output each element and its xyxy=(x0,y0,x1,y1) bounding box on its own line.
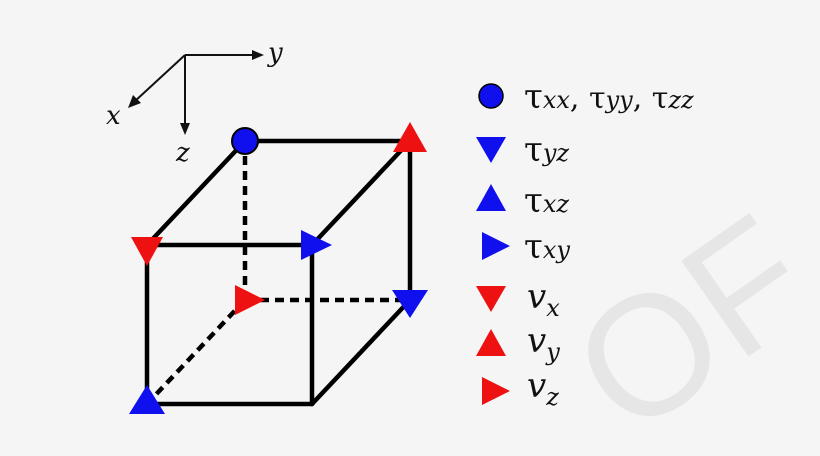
legend-item-tau-xz: τxz xyxy=(524,181,569,221)
cube-edge xyxy=(144,138,248,248)
tau-xy-marker xyxy=(301,230,332,260)
vz-marker xyxy=(235,285,265,315)
hidden-edge xyxy=(145,298,247,406)
legend-item-tau-normal: τxx, τyy, τzz xyxy=(524,77,694,117)
legend-triangle-up-icon xyxy=(476,184,506,211)
x-arrowhead xyxy=(128,95,141,108)
legend-circle-icon xyxy=(478,83,504,109)
legend-triangle-right-icon xyxy=(482,232,510,260)
tau-yz-marker xyxy=(392,290,428,318)
legend: τxx, τyy, τzz τyz τxz τxy vx vy vz xyxy=(476,77,694,411)
y-axis-label: y xyxy=(267,38,283,68)
y-arrowhead xyxy=(252,50,264,60)
x-axis-arrow xyxy=(133,54,186,103)
z-arrowhead xyxy=(180,123,190,135)
z-axis-label: z xyxy=(175,138,190,168)
legend-item-tau-xy: τxy xyxy=(524,227,570,267)
legend-item-tau-yz: τyz xyxy=(524,130,569,170)
x-axis-label: x xyxy=(106,101,121,131)
legend-item-vy: vy xyxy=(527,321,560,366)
cube xyxy=(144,138,413,407)
axis-indicator xyxy=(128,50,264,135)
cube-hidden-edges xyxy=(145,141,410,406)
cube-edge xyxy=(309,138,413,248)
cube-markers xyxy=(129,122,428,414)
cube-edge xyxy=(309,297,413,407)
legend-item-vz: vz xyxy=(527,366,559,411)
legend-triangle-down-icon xyxy=(476,137,506,163)
legend-triangle-up-icon xyxy=(476,329,506,356)
legend-triangle-down-icon xyxy=(476,286,506,312)
watermark-text: OF xyxy=(541,180,820,456)
vx-marker xyxy=(131,237,163,266)
legend-triangle-right-icon xyxy=(482,377,510,405)
tau-normal-marker xyxy=(231,127,259,155)
tau-xz-marker xyxy=(129,385,165,414)
vy-marker xyxy=(393,122,427,152)
legend-item-vx: vx xyxy=(527,277,560,322)
